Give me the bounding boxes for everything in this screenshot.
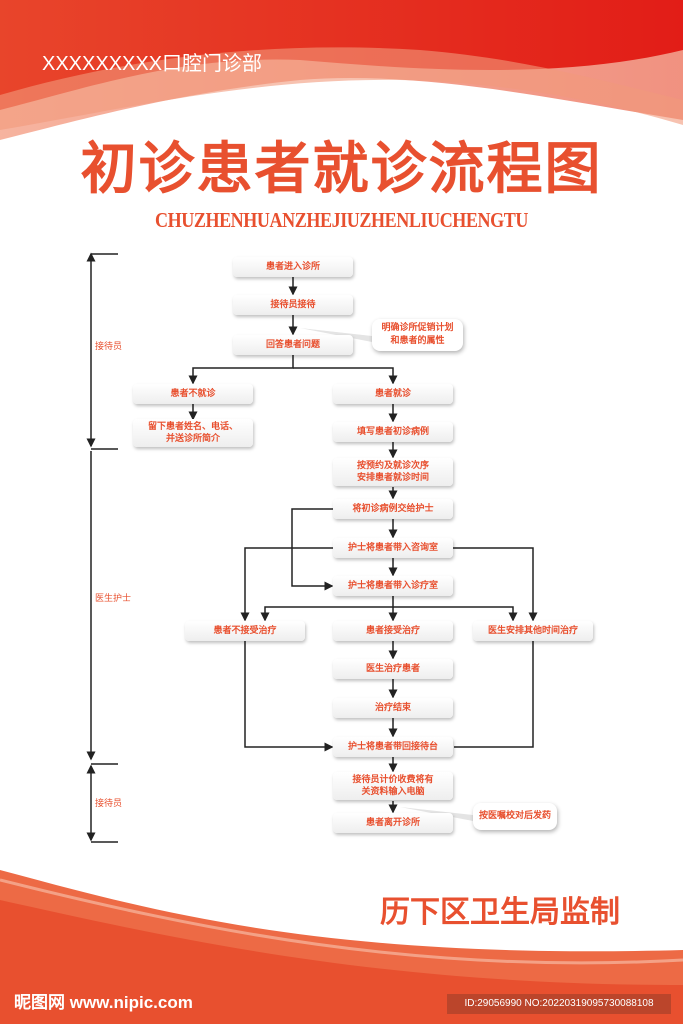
callout-note: 明确诊所促销计划和患者的属性 bbox=[372, 319, 463, 351]
flow-step: 留下患者姓名、电话、并送诊所简介 bbox=[133, 419, 253, 447]
flow-step: 患者进入诊所 bbox=[233, 257, 353, 277]
flow-step: 医生安排其他时间治疗 bbox=[473, 621, 593, 641]
flow-step: 患者就诊 bbox=[333, 384, 453, 404]
flow-step: 治疗结束 bbox=[333, 698, 453, 718]
flow-step: 患者接受治疗 bbox=[333, 621, 453, 641]
page-subtitle: CHUZHENHUANZHEJIUZHENLIUCHENGTU bbox=[154, 208, 528, 232]
flow-step: 患者不就诊 bbox=[133, 384, 253, 404]
flow-step: 护士将患者带入咨询室 bbox=[333, 538, 453, 558]
role-label-reception: 接待员 bbox=[95, 799, 123, 809]
image-id: ID:29056990 NO:20220319095730088108 bbox=[447, 994, 671, 1014]
role-label-doctor-nurse: 医生护士 bbox=[95, 594, 132, 604]
issuer-text: 历下区卫生局监制 bbox=[380, 895, 620, 930]
flow-step: 护士将患者带回接待台 bbox=[333, 737, 453, 757]
flow-step: 医生治疗患者 bbox=[333, 659, 453, 679]
flow-step: 接待员接待 bbox=[233, 295, 353, 315]
watermark-logo: 昵图网 www.nipic.com bbox=[14, 993, 193, 1012]
page-title: 初诊患者就诊流程图 bbox=[80, 136, 603, 202]
flow-step: 填写患者初诊病例 bbox=[333, 422, 453, 442]
clinic-name: XXXXXXXXX口腔门诊部 bbox=[42, 53, 263, 75]
flow-step: 接待员计价收费将有关资料输入电脑 bbox=[333, 772, 453, 800]
flow-step: 回答患者问题 bbox=[233, 335, 353, 355]
flow-step: 按预约及就诊次序安排患者就诊时间 bbox=[333, 458, 453, 486]
flow-step: 将初诊病例交给护士 bbox=[333, 499, 453, 519]
flow-step: 护士将患者带入诊疗室 bbox=[333, 576, 453, 596]
callout-note: 按医嘱校对后发药 bbox=[473, 803, 557, 830]
role-label-reception: 接待员 bbox=[95, 342, 123, 352]
flow-step: 患者不接受治疗 bbox=[185, 621, 305, 641]
flow-step: 患者离开诊所 bbox=[333, 813, 453, 833]
